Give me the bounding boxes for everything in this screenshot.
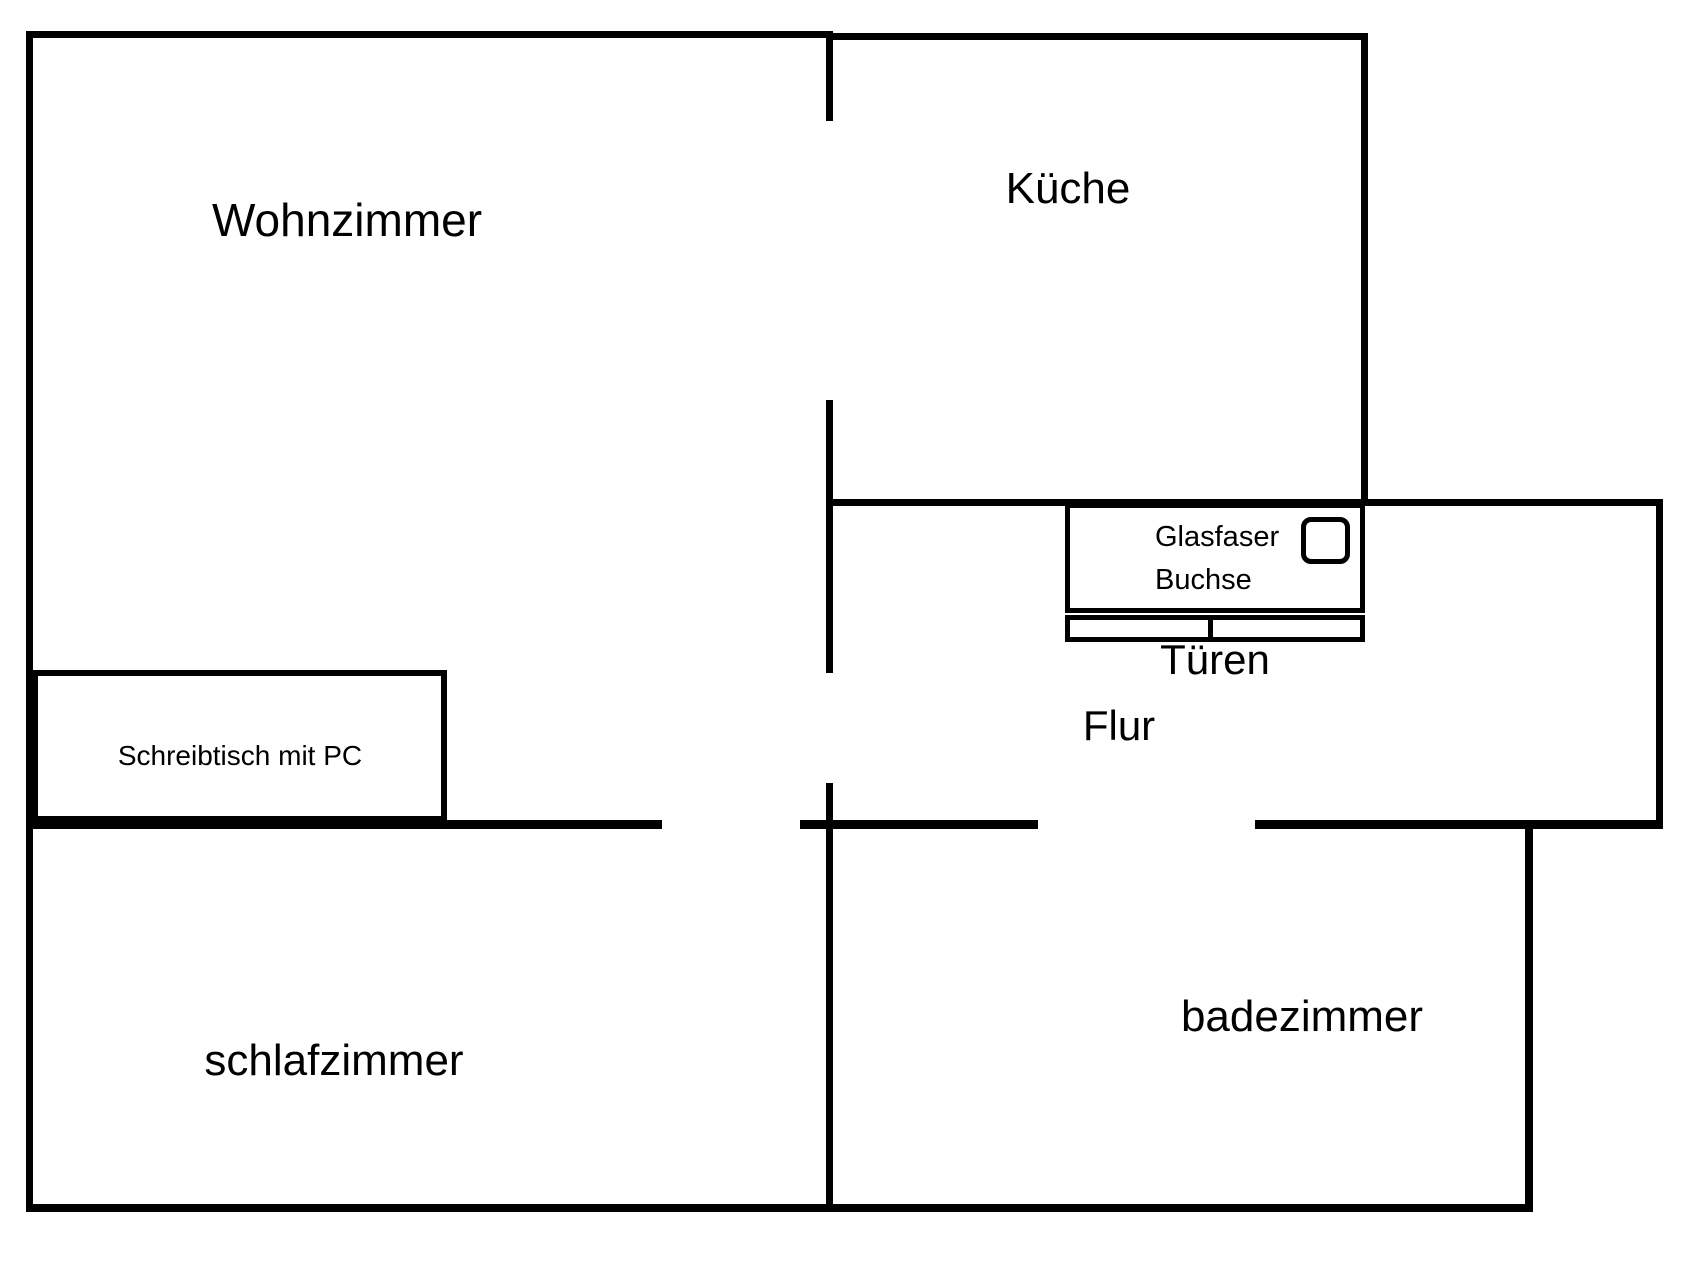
room-label-bathroom: badezimmer — [1180, 992, 1424, 1041]
doors-box — [1065, 615, 1365, 642]
wall-bedroom-bathroom-divider — [826, 783, 833, 1212]
desk-label: Schreibtisch mit PC — [117, 740, 363, 771]
desk-box — [32, 670, 447, 822]
room-label-kitchen: Küche — [1005, 164, 1131, 213]
wall-hall-right — [1656, 499, 1663, 829]
doors-label: Türen — [1160, 636, 1270, 683]
wall-bathroom-right — [1525, 820, 1533, 1212]
wall-top-living-room — [26, 31, 833, 38]
room-label-hall: Flur — [1082, 702, 1156, 749]
wall-mid-center-segment — [800, 820, 1038, 829]
fiber-socket-label: Glasfaser Buchse — [1155, 516, 1279, 602]
fiber-socket-label-line1: Glasfaser — [1155, 521, 1280, 553]
room-label-bedroom: schlafzimmer — [204, 1036, 464, 1085]
wall-bottom — [26, 1204, 1532, 1212]
wall-top-kitchen — [826, 33, 1368, 40]
wall-living-kitchen-divider-lower — [826, 400, 833, 673]
doors-box-divider — [1208, 615, 1213, 642]
wall-kitchen-right — [1361, 33, 1368, 506]
wall-mid-left-segment — [26, 820, 662, 829]
wall-outer-left — [26, 31, 33, 1212]
fiber-socket-icon — [1301, 517, 1350, 564]
wall-mid-right-segment — [1255, 820, 1663, 829]
fiber-socket-label-line2: Buchse — [1155, 564, 1252, 596]
wall-hall-top — [833, 499, 1663, 506]
room-label-living: Wohnzimmer — [211, 194, 483, 246]
wall-living-kitchen-divider-upper — [826, 31, 833, 121]
